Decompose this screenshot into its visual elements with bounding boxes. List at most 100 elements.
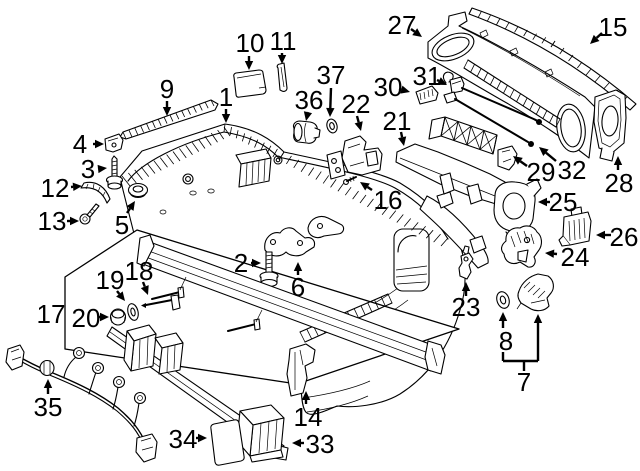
callout-label-15[interactable]: 15 bbox=[599, 12, 628, 42]
callout-7[interactable]: 7 bbox=[501, 314, 543, 397]
callout-label-8[interactable]: 8 bbox=[499, 326, 513, 356]
callout-33[interactable]: 33 bbox=[292, 429, 334, 459]
callout-12[interactable]: 12 bbox=[41, 173, 82, 203]
callout-label-24[interactable]: 24 bbox=[561, 242, 590, 272]
callout-label-2[interactable]: 2 bbox=[234, 248, 248, 278]
callout-22[interactable]: 22 bbox=[342, 89, 371, 131]
callout-14[interactable]: 14 bbox=[294, 391, 323, 432]
callout-19[interactable]: 19 bbox=[96, 265, 125, 301]
callout-29[interactable]: 29 bbox=[513, 156, 555, 187]
callout-35[interactable]: 35 bbox=[34, 379, 63, 422]
callout-3[interactable]: 3 bbox=[81, 154, 107, 184]
callout-11[interactable]: 11 bbox=[270, 26, 297, 64]
callout-label-14[interactable]: 14 bbox=[294, 402, 323, 432]
callout-label-10[interactable]: 10 bbox=[236, 28, 265, 58]
callout-label-9[interactable]: 9 bbox=[160, 74, 174, 104]
callout-16[interactable]: 16 bbox=[360, 182, 402, 215]
end-bracket-part-29 bbox=[497, 145, 518, 171]
callout-label-18[interactable]: 18 bbox=[125, 256, 154, 286]
callout-21[interactable]: 21 bbox=[383, 106, 412, 146]
callout-25[interactable]: 25 bbox=[538, 187, 577, 217]
callout-label-20[interactable]: 20 bbox=[72, 303, 101, 333]
bracket-tower bbox=[154, 332, 184, 375]
callout-arrowhead-10 bbox=[244, 61, 254, 70]
callout-32[interactable]: 32 bbox=[539, 147, 586, 185]
callout-label-33[interactable]: 33 bbox=[306, 429, 335, 459]
sensor-cable-part-a bbox=[461, 87, 542, 125]
callout-6[interactable]: 6 bbox=[291, 262, 305, 302]
bracket-part-23 bbox=[458, 245, 474, 280]
callout-label-32[interactable]: 32 bbox=[558, 155, 587, 185]
callout-arrowhead-9 bbox=[162, 107, 172, 116]
callout-arrowhead-16 bbox=[360, 182, 370, 191]
impact-bar-part bbox=[136, 234, 446, 375]
callout-37[interactable]: 37 bbox=[317, 60, 346, 117]
callout-15[interactable]: 15 bbox=[590, 12, 627, 44]
callout-label-7[interactable]: 7 bbox=[517, 367, 531, 397]
callout-31[interactable]: 31 bbox=[413, 61, 447, 91]
grommet-part-5 bbox=[127, 182, 149, 199]
callout-label-27[interactable]: 27 bbox=[388, 10, 417, 40]
callout-arrow-19 bbox=[116, 290, 121, 295]
callout-13[interactable]: 13 bbox=[38, 206, 79, 236]
callout-28[interactable]: 28 bbox=[605, 156, 634, 198]
callout-label-22[interactable]: 22 bbox=[342, 89, 371, 119]
callout-label-31[interactable]: 31 bbox=[413, 61, 442, 91]
callout-arrowhead-8 bbox=[498, 312, 508, 321]
callout-label-12[interactable]: 12 bbox=[41, 173, 70, 203]
callout-2[interactable]: 2 bbox=[234, 248, 261, 278]
callout-17[interactable]: 17 bbox=[37, 299, 66, 329]
callout-label-37[interactable]: 37 bbox=[317, 60, 346, 90]
callout-4[interactable]: 4 bbox=[73, 129, 104, 159]
callout-arrowhead-28 bbox=[613, 156, 623, 165]
callout-27[interactable]: 27 bbox=[388, 10, 422, 40]
pad-part-34 bbox=[210, 419, 245, 466]
cover-plate-part-10 bbox=[233, 69, 267, 98]
callout-label-17[interactable]: 17 bbox=[37, 299, 66, 329]
callout-arrowhead-30 bbox=[400, 85, 410, 94]
callout-label-36[interactable]: 36 bbox=[295, 85, 324, 115]
callout-label-30[interactable]: 30 bbox=[374, 72, 403, 102]
callout-30[interactable]: 30 bbox=[374, 72, 410, 102]
callout-arrowhead-36 bbox=[303, 111, 313, 121]
callout-1[interactable]: 1 bbox=[219, 82, 233, 123]
callout-label-4[interactable]: 4 bbox=[73, 129, 87, 159]
callout-label-23[interactable]: 23 bbox=[452, 292, 481, 322]
callout-label-21[interactable]: 21 bbox=[383, 106, 412, 136]
callout-23[interactable]: 23 bbox=[452, 282, 481, 322]
callout-arrowhead-19 bbox=[116, 291, 125, 301]
callout-arrowhead-5 bbox=[126, 201, 135, 211]
callout-arrowhead-11 bbox=[277, 55, 287, 64]
callout-label-26[interactable]: 26 bbox=[610, 222, 639, 252]
callout-8[interactable]: 8 bbox=[499, 312, 513, 356]
bracket-part-11 bbox=[276, 62, 288, 92]
callout-label-29[interactable]: 29 bbox=[527, 157, 556, 187]
callout-36[interactable]: 36 bbox=[295, 85, 324, 121]
callout-20[interactable]: 20 bbox=[72, 303, 109, 333]
callout-10[interactable]: 10 bbox=[236, 28, 265, 70]
callout-label-35[interactable]: 35 bbox=[34, 392, 63, 422]
callout-26[interactable]: 26 bbox=[596, 222, 638, 252]
callout-9[interactable]: 9 bbox=[160, 74, 174, 116]
callout-arrowhead-29 bbox=[513, 156, 523, 165]
callout-label-28[interactable]: 28 bbox=[605, 168, 634, 198]
callout-label-5[interactable]: 5 bbox=[115, 210, 129, 240]
callout-5[interactable]: 5 bbox=[115, 201, 135, 240]
callout-18[interactable]: 18 bbox=[125, 256, 154, 295]
callout-label-25[interactable]: 25 bbox=[549, 187, 578, 217]
callout-label-16[interactable]: 16 bbox=[374, 185, 403, 215]
callout-label-6[interactable]: 6 bbox=[291, 272, 305, 302]
screw-part-13 bbox=[79, 203, 100, 225]
callout-label-3[interactable]: 3 bbox=[81, 154, 95, 184]
callout-label-34[interactable]: 34 bbox=[169, 424, 198, 454]
callout-arrowhead-15 bbox=[590, 34, 600, 44]
callout-label-19[interactable]: 19 bbox=[96, 265, 125, 295]
corner-stiffener-bracket bbox=[419, 191, 489, 269]
callout-label-13[interactable]: 13 bbox=[38, 206, 67, 236]
callout-34[interactable]: 34 bbox=[169, 424, 207, 454]
link-part-upper bbox=[307, 215, 345, 239]
callout-label-11[interactable]: 11 bbox=[270, 26, 297, 56]
callout-label-1[interactable]: 1 bbox=[219, 82, 233, 112]
callout-arrowhead-32 bbox=[539, 147, 549, 156]
callout-24[interactable]: 24 bbox=[545, 242, 589, 272]
